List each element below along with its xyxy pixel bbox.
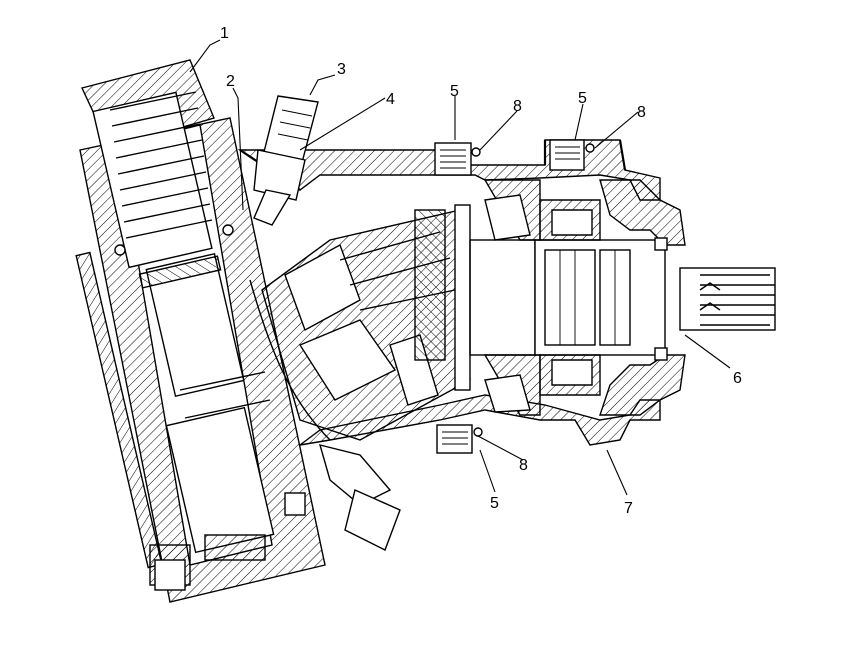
callout-5-bottom: 5 bbox=[490, 495, 499, 512]
bottom-screw bbox=[284, 444, 401, 551]
callout-leaders bbox=[189, 39, 731, 496]
callout-8-top-right: 8 bbox=[637, 104, 646, 121]
screw-plug-top-right bbox=[549, 139, 595, 171]
screw-plug-bottom bbox=[436, 424, 483, 454]
callout-3: 3 bbox=[337, 61, 346, 78]
cylinder-block bbox=[261, 209, 471, 441]
callout-7: 7 bbox=[624, 500, 633, 517]
callout-4: 4 bbox=[386, 91, 395, 108]
callout-8-top-left: 8 bbox=[513, 98, 522, 115]
callout-5-top-left: 5 bbox=[450, 83, 459, 100]
screw-plug-top-left bbox=[434, 142, 481, 176]
front-flange bbox=[599, 179, 686, 416]
callout-5-top-right: 5 bbox=[578, 90, 587, 107]
adjusting-screw bbox=[253, 95, 319, 226]
drive-shaft bbox=[534, 239, 776, 356]
front-bearings bbox=[483, 179, 601, 416]
callout-2: 2 bbox=[226, 73, 235, 90]
control-spring bbox=[92, 91, 213, 269]
callout-1: 1 bbox=[220, 25, 229, 42]
servo-housing bbox=[75, 59, 326, 603]
callout-6: 6 bbox=[733, 370, 742, 387]
callout-8-bottom: 8 bbox=[519, 457, 528, 474]
